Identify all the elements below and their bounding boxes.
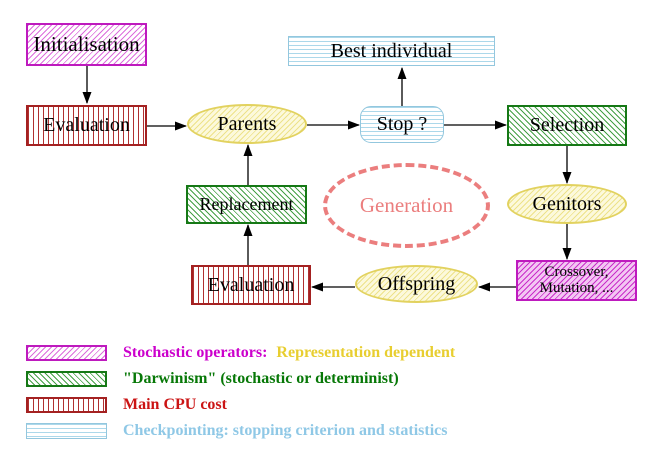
node-selection-label: Selection [529,114,605,136]
node-evaluation-bottom-label: Evaluation [207,273,295,296]
node-crossover-mutation: Crossover, Mutation, ... [516,260,637,301]
node-genitors-label: Genitors [532,192,602,215]
node-crossover-line1: Crossover, [544,263,609,280]
node-initialisation-label: Initialisation [33,32,140,57]
legend-label-representation-dependent: Representation dependent [276,344,456,361]
legend-swatch-green-hatch [26,371,107,387]
legend-swatch-cyan-stripes [26,423,107,439]
legend-row-stochastic-operators: Stochastic operators: Representation depe… [26,344,455,362]
node-evaluation-top: Evaluation [26,105,147,146]
node-best-individual: Best individual [288,36,495,66]
legend-label-stochastic-operators: Stochastic operators: Representation depe… [123,344,455,362]
legend-swatch-magenta-hatch [26,345,107,361]
legend-row-main-cpu-cost: Main CPU cost [26,396,227,414]
node-generation-label: Generation [359,193,454,218]
node-stop-label: Stop ? [376,113,428,135]
node-best-individual-label: Best individual [330,39,453,62]
legend-label-main-cpu-cost: Main CPU cost [123,396,227,413]
node-crossover-line2: Mutation, ... [539,279,614,296]
legend-swatch-red-stripes [26,397,107,413]
node-initialisation: Initialisation [26,23,147,66]
node-evaluation-top-label: Evaluation [43,114,130,136]
node-evaluation-bottom: Evaluation [191,265,311,305]
node-stop: Stop ? [360,106,444,143]
node-parents-label: Parents [217,112,277,135]
legend-label-stochastic-operators-main: Stochastic operators: [123,344,268,361]
node-generation-loop: Generation [323,163,490,248]
node-parents: Parents [187,104,307,144]
legend-row-checkpointing: Checkpointing: stopping criterion and st… [26,422,447,440]
legend-label-darwinism: "Darwinism" (stochastic or determinist) [123,370,399,387]
node-selection: Selection [507,105,627,146]
node-replacement: Replacement [186,185,307,224]
node-offspring: Offspring [355,265,478,303]
node-offspring-label: Offspring [377,272,456,295]
node-genitors: Genitors [507,184,627,224]
legend-label-checkpointing: Checkpointing: stopping criterion and st… [123,422,448,439]
legend-row-darwinism: "Darwinism" (stochastic or determinist) [26,370,399,388]
node-replacement-label: Replacement [199,194,294,215]
